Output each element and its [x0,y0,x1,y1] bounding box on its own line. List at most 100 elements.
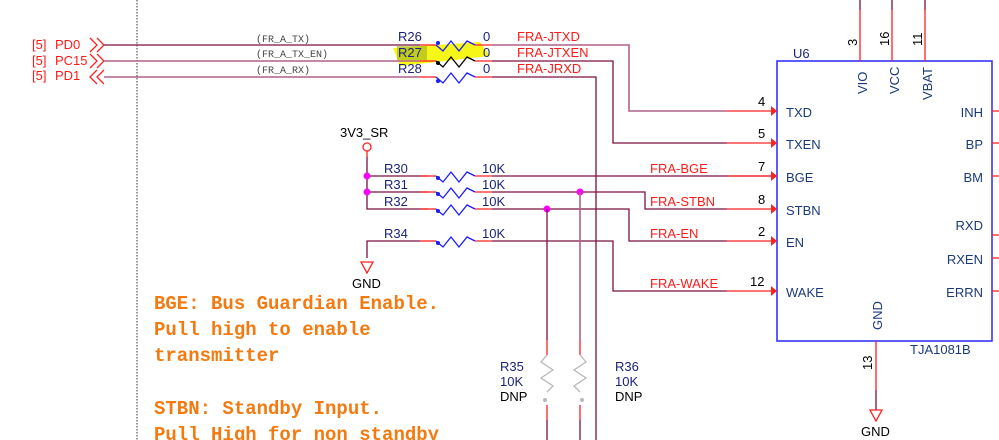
pin-number: 13 [860,356,875,370]
resistor-value: 10K [482,226,505,241]
dnp-note: DNP [500,389,527,404]
svg-text:GND: GND [861,424,890,439]
port-arrow-out-icon [89,53,98,69]
ref-highlight [397,46,427,60]
dnp-note: DNP [615,389,642,404]
port-pd1[interactable]: [5] PD1 [32,68,105,85]
pin-name: EN [786,235,804,250]
net-label: FRA-EN [650,226,698,241]
pin-number: 5 [758,126,765,141]
resistor-r30[interactable]: R30 10K [384,161,505,184]
chip-u6[interactable]: U6 TJA1081B 3 16 11 VIO VCC VBAT 4 5 7 8… [750,0,999,410]
net-label: FRA-STBN [650,194,715,209]
signal-alias: (FR_A_TX_EN) [256,49,328,61]
pin-name: BGE [786,170,814,185]
pin-number: 3 [845,39,860,46]
port-sheet-ref: [5] [32,68,46,83]
port-name: PC15 [55,53,88,68]
wire-fra-stbn[interactable] [492,191,727,210]
note-line: Pull High for non standby [154,424,440,440]
port-sheet-ref: [5] [32,53,46,68]
pin-number: 7 [758,159,765,174]
resistor-ref: R35 [500,359,524,374]
net-label: FRA-WAKE [650,276,718,291]
resistor-r34[interactable]: R34 10K [366,226,505,258]
chip-part: TJA1081B [910,342,971,357]
resistor-value: 10K [500,374,523,389]
resistor-ref: R31 [384,177,408,192]
pin-name: VBAT [920,67,935,100]
chip-outline [776,60,993,342]
resistor-r36[interactable]: R36 10K DNP [572,340,642,440]
svg-text:GND: GND [352,276,381,291]
resistor-value: 10K [482,161,505,176]
pin-arrow-icon [771,286,777,296]
port-name: PD0 [55,37,80,52]
pin-number: 8 [758,192,765,207]
port-arrow-out-icon [89,37,98,53]
pin-name: TXD [786,105,812,120]
resistor-ref: R28 [398,61,422,76]
port-pc15[interactable]: [5] PC15 [32,53,105,69]
pin-name: ERRN [946,285,983,300]
resistor-r31[interactable]: R31 10K [384,177,505,200]
wire-fra-jtxen[interactable] [492,60,727,144]
ground-symbol: GND [861,409,890,439]
wire-fra-en[interactable] [492,208,727,242]
junction-dot [363,188,371,196]
signal-alias: (FR_A_TX) [256,34,310,46]
pin-name: BP [966,137,983,152]
resistor-ref: R27 [398,45,422,60]
resistor-ref: R30 [384,161,408,176]
ground-icon [868,409,884,423]
pin-name: WAKE [786,285,824,300]
pin-arrow-icon [771,204,777,214]
resistor-r35[interactable]: R35 10K DNP [500,340,555,440]
resistor-r28[interactable]: R28 0 FRA-JRXD [398,61,581,85]
net-label: FRA-BGE [650,161,708,176]
junction-dot [363,172,371,180]
resistor-value: 0 [483,61,490,76]
note-line: STBN: Standby Input. [154,398,382,420]
port-pd0[interactable]: [5] PD0 [32,37,105,53]
pin-arrow-icon [771,236,777,246]
pin-number: 2 [758,224,765,239]
power-symbol-icon [362,142,372,152]
design-notes: BGE: Bus Guardian Enable. Pull high to e… [154,293,440,440]
net-label: FRA-JTXD [517,29,580,44]
pin-number: 4 [758,94,765,109]
resistor-r26[interactable]: R26 0 FRA-JTXD [398,29,580,53]
signal-alias: (FR_A_RX) [256,65,310,77]
resistor-r27[interactable]: R27 0 FRA-JTXEN [398,45,589,69]
wire-fra-wake[interactable] [492,240,727,292]
wire-fra-jrxd[interactable] [492,76,597,440]
resistor-value: 0 [483,45,490,60]
port-arrow-out-icon [96,37,105,53]
pin-number: 12 [750,274,764,289]
pin-name: INH [961,105,983,120]
resistor-value: 10K [482,194,505,209]
note-line: Pull high to enable [154,319,371,341]
note-line: transmitter [154,345,279,367]
resistor-r32[interactable]: R32 10K [384,194,505,217]
resistor-value: 10K [615,374,638,389]
ground-symbol: GND [352,261,381,291]
pin-number: 16 [877,32,892,46]
resistor-ref: R34 [384,226,408,241]
pin-arrow-icon [771,138,777,148]
port-arrow-in-icon [96,69,105,85]
pin-name: VIO [855,72,870,94]
chip-ref: U6 [793,46,810,61]
port-arrow-out-icon [96,53,105,69]
resistor-ref: R32 [384,194,408,209]
wire-fra-jtxd[interactable] [492,44,727,112]
pin-number: 11 [910,33,925,47]
pin-name: VCC [887,67,902,94]
pin-name: STBN [786,203,821,218]
pin-name: GND [870,301,885,330]
power-net-label: 3V3_SR [340,125,388,140]
pin-arrow-icon [771,106,777,116]
port-sheet-ref: [5] [32,37,46,52]
resistor-ref: R36 [615,359,639,374]
